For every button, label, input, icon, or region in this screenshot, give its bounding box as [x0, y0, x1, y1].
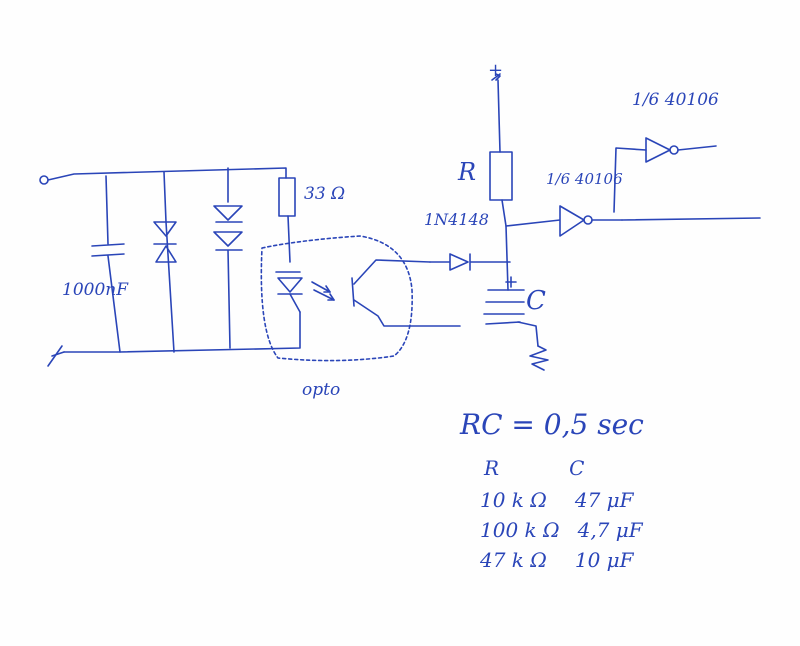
row2-c: 4,7 μF: [577, 518, 643, 542]
pullup-resistor: [489, 151, 513, 291]
table-row: 10 k Ω 47 μF: [480, 488, 680, 512]
label-gate1: 1/6 40106: [546, 170, 623, 188]
label-cap-main: 1000nF: [62, 280, 129, 300]
label-opto: opto: [302, 380, 341, 400]
row2-r: 100 k Ω: [480, 518, 560, 542]
diode-1n4148: [429, 253, 511, 271]
input-terminal-bottom: [47, 311, 301, 367]
label-res-in: 33 Ω: [304, 184, 346, 204]
rc-table: R C 10 k Ω 47 μF 100 k Ω 4,7 μF 47 k Ω 1…: [480, 456, 680, 572]
row1-c: 47 μF: [574, 488, 634, 512]
table-header-row: R C: [480, 456, 680, 480]
label-gate2: 1/6 40106: [632, 90, 719, 110]
label-plus: +: [488, 60, 504, 81]
table-row: 47 k Ω 10 μF: [480, 548, 680, 572]
opto-package-outline: [260, 235, 413, 362]
label-resistor: R: [458, 158, 477, 186]
table-row: 100 k Ω 4,7 μF: [480, 518, 680, 542]
row3-r: 47 k Ω: [480, 548, 547, 572]
row3-c: 10 μF: [574, 548, 634, 572]
header-r: R: [484, 456, 500, 480]
input-terminal-top: [39, 167, 287, 185]
input-resistor: [278, 177, 296, 263]
row1-r: 10 k Ω: [480, 488, 547, 512]
rc-formula: RC = 0,5 sec: [460, 408, 644, 441]
supply-rail: [491, 73, 501, 153]
ground-symbol: [529, 345, 549, 371]
schmitt-inverter-2: [613, 137, 761, 221]
timing-capacitor: [483, 276, 539, 347]
main-capacitor: [91, 175, 125, 353]
header-c: C: [569, 456, 585, 480]
schmitt-inverter-1: [505, 205, 623, 237]
opto-led: [275, 271, 335, 313]
label-capacitor: C: [526, 286, 546, 316]
diode-stack: [213, 167, 243, 349]
opto-transistor: [351, 259, 461, 327]
diode-single: [153, 171, 177, 353]
label-diode: 1N4148: [424, 210, 489, 229]
